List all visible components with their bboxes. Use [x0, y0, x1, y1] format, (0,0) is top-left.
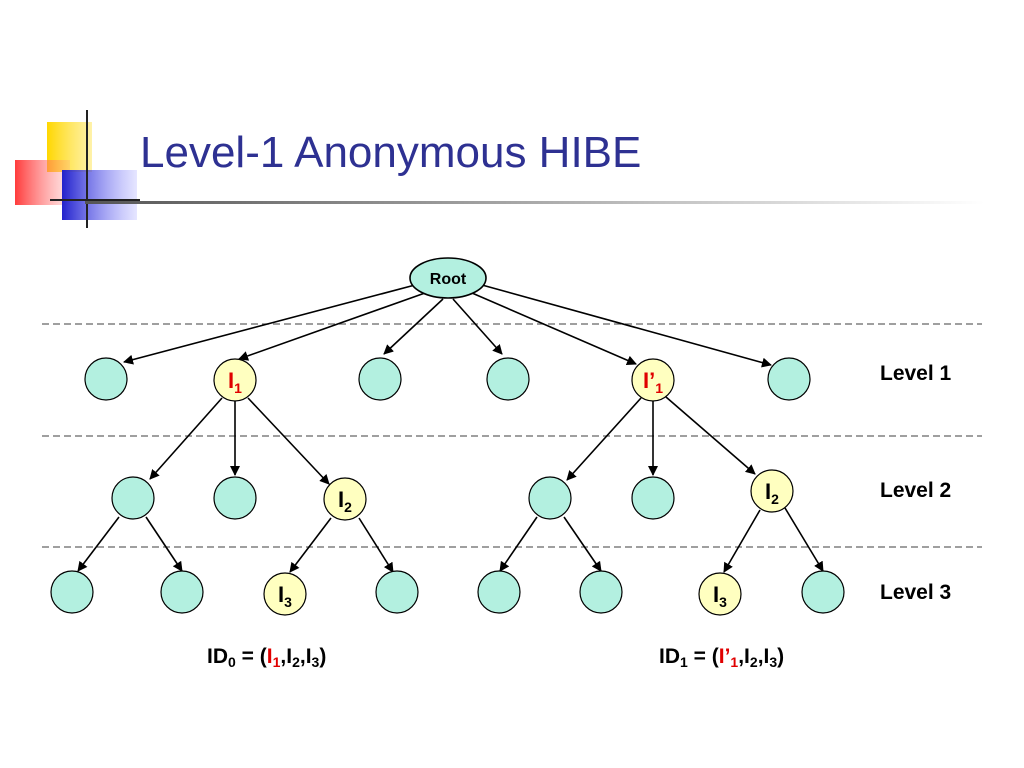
- node-label-i2: I2: [338, 487, 352, 515]
- node-label-i3: I3: [713, 582, 727, 610]
- edge: [145, 516, 183, 572]
- edge: [289, 517, 332, 573]
- tree-node: [801, 570, 845, 614]
- edges: [77, 284, 824, 573]
- root-label: Root: [430, 271, 467, 288]
- tree-node: [213, 476, 257, 520]
- tree-node-i-prime-1: [631, 358, 675, 402]
- tree-node-i2: [750, 469, 794, 513]
- tree-node: [528, 476, 572, 520]
- tree-node-i1: [213, 358, 257, 402]
- identity-id1: ID1 = (I’1,I2,I3): [659, 645, 785, 670]
- node-label-i3: I3: [278, 582, 292, 610]
- edge: [149, 397, 223, 480]
- node-label-i-prime-1: I’1: [643, 368, 663, 396]
- tree-node: [477, 570, 521, 614]
- edge: [383, 298, 444, 355]
- edge: [481, 284, 772, 368]
- edge: [247, 397, 330, 485]
- tree-node: [84, 357, 128, 401]
- tree-node: [579, 570, 623, 614]
- level-label-3: Level 3: [880, 581, 952, 604]
- tree-node: [160, 570, 204, 614]
- tree-node: [358, 357, 402, 401]
- node-label-i1: I1: [228, 368, 242, 396]
- edge: [77, 516, 120, 572]
- level-label-2: Level 2: [880, 479, 952, 502]
- page-title: Level-1 Anonymous HIBE: [140, 128, 642, 177]
- edge: [471, 292, 637, 366]
- tree-node: [631, 476, 675, 520]
- node-label-i2: I2: [765, 479, 779, 507]
- edge: [499, 516, 538, 572]
- edge: [238, 292, 426, 361]
- title-underline: [85, 201, 985, 204]
- level-label-1: Level 1: [880, 362, 952, 385]
- edge: [566, 397, 642, 481]
- edge: [665, 396, 756, 475]
- edge: [123, 284, 416, 365]
- edge: [563, 516, 602, 572]
- tree-node: [486, 357, 530, 401]
- tree-node-i3: [263, 572, 307, 616]
- corner-decoration: [15, 110, 140, 228]
- tree-node-i2: [323, 477, 367, 521]
- tree-node: [50, 570, 94, 614]
- edge: [723, 509, 761, 573]
- tree-node: [111, 476, 155, 520]
- tree-node: [767, 357, 811, 401]
- edge: [452, 298, 503, 355]
- root-node: [409, 257, 487, 299]
- identity-id0: ID0 = (I1,I2,I3): [207, 645, 327, 670]
- tree-node-i3: [698, 572, 742, 616]
- deco-blue-square: [62, 170, 137, 220]
- edge: [784, 507, 824, 572]
- deco-red-square: [15, 160, 70, 205]
- edge: [358, 517, 394, 573]
- tree-node: [375, 570, 419, 614]
